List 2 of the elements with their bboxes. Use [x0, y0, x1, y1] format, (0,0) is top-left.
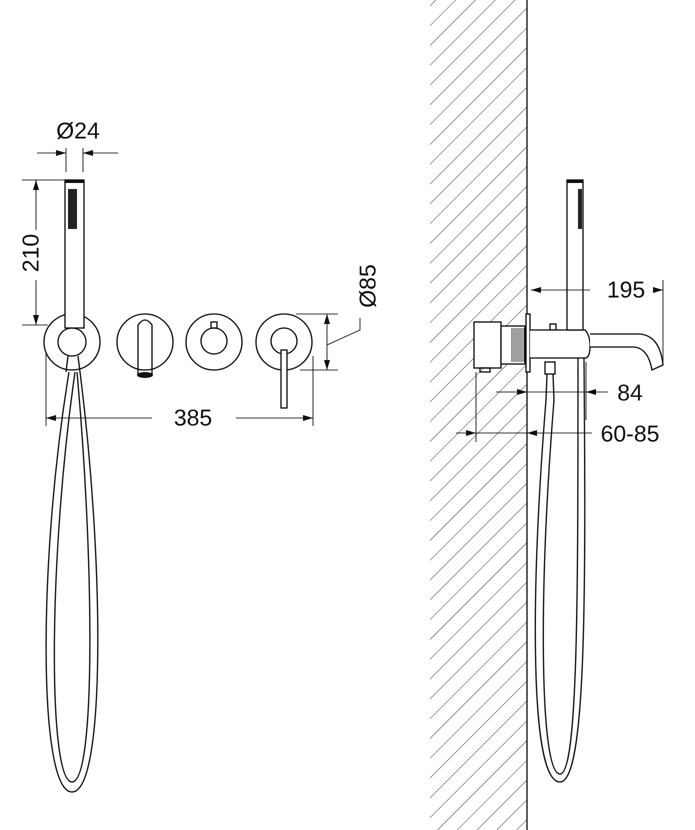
- dimension-label: Ø24: [54, 120, 102, 142]
- dimension-label: Ø85: [356, 262, 380, 310]
